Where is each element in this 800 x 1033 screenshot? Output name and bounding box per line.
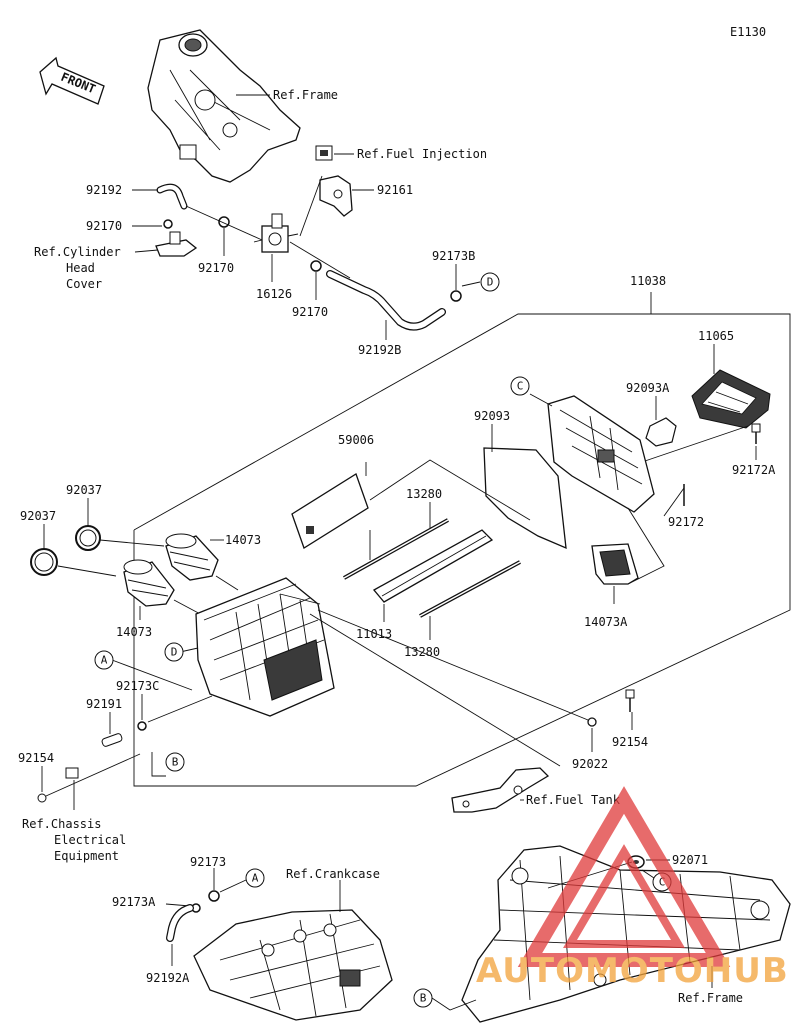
part-92173b-label: 92173B (432, 249, 475, 263)
svg-text:C: C (517, 380, 524, 393)
ref-crankcase-label: Ref.Crankcase (286, 867, 380, 881)
part-92173c-label: 92173C (116, 679, 159, 693)
bracket-92161-part (319, 175, 353, 217)
svg-text:C: C (659, 876, 666, 889)
part-92192b-label: 92192B (358, 343, 401, 357)
plug-92191-part (101, 733, 123, 747)
callout-b-bottom: B (413, 988, 433, 1008)
part-92093a-label: 92093A (626, 381, 670, 395)
ref-cylinder-line2: Head (66, 261, 95, 275)
ref-cylinder-line3: Cover (66, 277, 102, 291)
cylinder-head-cover-fitting-part (155, 231, 198, 257)
part-13280-a-label: 13280 (406, 487, 442, 501)
upper-frame-part (147, 29, 301, 183)
ref-frame-top-label: Ref.Frame (273, 88, 338, 102)
bolt-92172a-part (751, 423, 761, 444)
part-92022-label: 92022 (572, 757, 608, 771)
air-box-housing-part (195, 577, 335, 717)
air-cleaner-cover-part (547, 395, 655, 513)
part-92071-label: 92071 (672, 853, 708, 867)
clamp-92173c-part (137, 721, 147, 731)
part-14073-a-label: 14073 (225, 533, 261, 547)
automotohub-watermark-logo: AUTOMOTOHUB (476, 786, 789, 991)
intake-duct-14073-b-part (123, 559, 175, 607)
label-sheet-59006-part (291, 473, 369, 549)
ref-cylinder-line1: Ref.Cylinder (34, 245, 121, 259)
part-92154-a-label: 92154 (18, 751, 54, 765)
part-59006-label: 59006 (338, 433, 374, 447)
part-11038-label: 11038 (630, 274, 666, 288)
part-16126-label: 16126 (256, 287, 292, 301)
bolt-92154-a-part (37, 767, 79, 803)
washer-92022-part (587, 717, 597, 727)
bolt-92154-b-part (625, 689, 635, 712)
front-arrow-icon: FRONT (39, 56, 105, 105)
ref-fuel-injection-label: Ref.Fuel Injection (357, 147, 487, 161)
svg-text:B: B (420, 992, 427, 1005)
part-92172a-label: 92172A (732, 463, 776, 477)
ref-chassis-line3: Equipment (54, 849, 119, 863)
bracket-11065-part (691, 369, 771, 429)
rail-13280-a-part (343, 518, 449, 580)
ref-chassis-line2: Electrical (54, 833, 126, 847)
part-92093-label: 92093 (474, 409, 510, 423)
svg-text:AUTOMOTOHUB: AUTOMOTOHUB (476, 951, 789, 991)
clamp-92170-b-part (218, 216, 230, 228)
part-92173a-label: 92173A (112, 895, 156, 909)
callout-a-mid: A (94, 650, 114, 670)
seal-92093a-part (645, 417, 677, 447)
callout-d-top: D (480, 272, 500, 292)
part-92192-label: 92192 (86, 183, 122, 197)
part-92192a-label: 92192A (146, 971, 190, 985)
part-92037-b-label: 92037 (20, 509, 56, 523)
part-92170-c-label: 92170 (292, 305, 328, 319)
gasket-92093-part (483, 447, 567, 550)
svg-text:A: A (252, 872, 259, 885)
ref-fuel-tank-label: Ref.Fuel Tank (526, 793, 621, 807)
intake-duct-14073-a-part (165, 533, 219, 581)
duct-14073a-part (591, 543, 639, 585)
diagram-code: E1130 (730, 25, 766, 39)
clamp-92170-a-part (163, 219, 173, 229)
part-92173-label: 92173 (190, 855, 226, 869)
svg-text:A: A (101, 654, 108, 667)
fuel-tank-bracket-part (451, 767, 550, 813)
part-14073a-label: 14073A (584, 615, 628, 629)
svg-text:B: B (172, 756, 179, 769)
part-92170-b-label: 92170 (198, 261, 234, 275)
crankcase-part (193, 909, 393, 1021)
callout-b-mid: B (165, 752, 185, 772)
part-92172-label: 92172 (668, 515, 704, 529)
svg-text:D: D (171, 646, 178, 659)
clamp-92173-part (208, 890, 220, 902)
part-92170-a-label: 92170 (86, 219, 122, 233)
part-11013-label: 11013 (356, 627, 392, 641)
part-14073-b-label: 14073 (116, 625, 152, 639)
rail-13280-b-part (419, 560, 521, 618)
part-92037-a-label: 92037 (66, 483, 102, 497)
valve-16126-part (253, 213, 299, 253)
part-92191-label: 92191 (86, 697, 122, 711)
clamp-92170-c-part (310, 260, 322, 272)
fuel-injection-connector-part (315, 145, 333, 161)
callout-c-top: C (510, 376, 530, 396)
callout-d-mid: D (164, 642, 184, 662)
part-92154-b-label: 92154 (612, 735, 648, 749)
ref-chassis-line1: Ref.Chassis (22, 817, 101, 831)
callout-a-bottom: A (245, 868, 265, 888)
part-11065-label: 11065 (698, 329, 734, 343)
part-92161-label: 92161 (377, 183, 413, 197)
clamp-92173b-part (450, 290, 462, 302)
ref-frame-bottom-label: Ref.Frame (678, 991, 743, 1005)
element-11013-part (372, 529, 494, 603)
svg-text:D: D (487, 276, 494, 289)
